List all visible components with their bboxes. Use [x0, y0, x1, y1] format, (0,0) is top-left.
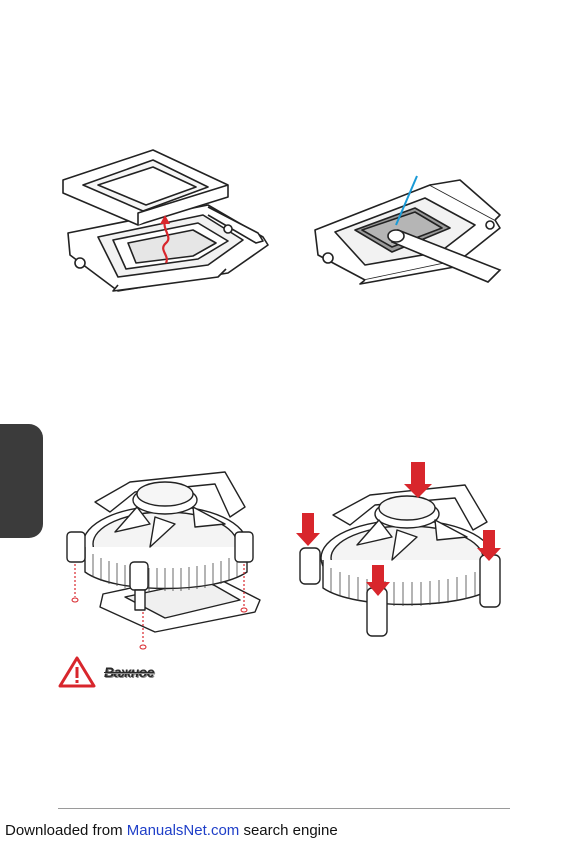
warning-triangle-icon: [58, 656, 96, 688]
footer-suffix: search engine: [239, 822, 337, 839]
thermal-paste-illustration: [310, 170, 510, 285]
warning-label: Важное: [104, 664, 154, 680]
cpu-socket-open-illustration: [58, 145, 273, 295]
warning-notice: Важное: [58, 655, 154, 689]
footer-prefix: Downloaded from: [5, 822, 127, 839]
cooler-push-pins-illustration: [295, 460, 510, 645]
download-footer: Downloaded from ManualsNet.com search en…: [5, 822, 338, 839]
cooler-alignment-illustration: [55, 462, 275, 652]
chapter-tab: [0, 424, 43, 538]
manualsnet-link[interactable]: ManualsNet.com: [127, 822, 240, 839]
footer-divider: [58, 808, 510, 809]
